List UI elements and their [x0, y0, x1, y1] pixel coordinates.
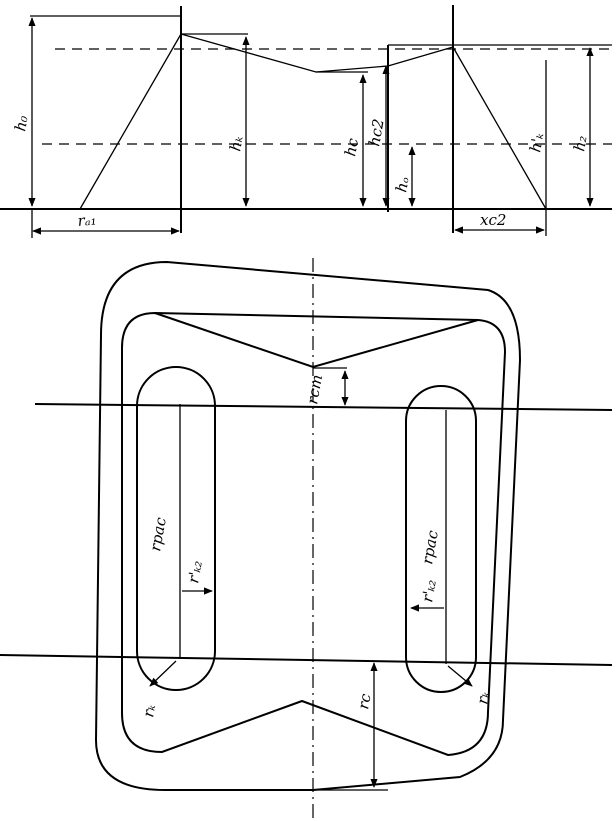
cut-line-lower [0, 654, 613, 666]
cut-line-upper [34, 403, 613, 411]
label-r-c: rc [354, 692, 375, 711]
label-x-c2: xc2 [480, 211, 506, 229]
label-r-cm: rcm [303, 373, 326, 405]
label-h-o: hₒ [392, 175, 412, 194]
label-r-k-left: rₖ [139, 703, 159, 719]
left-window [136, 366, 216, 691]
label-h-k: hₖ [226, 134, 246, 153]
middle-profile [180, 33, 454, 73]
left-block-slope [79, 33, 182, 210]
label-h-2: h₂ [570, 134, 590, 153]
label-r-k2-right: r'ₖ₂ [418, 578, 440, 604]
label-r-pac-right: rpac [418, 528, 442, 565]
label-h-c: hc [341, 136, 362, 158]
label-h-k-prime: h'ₖ [526, 131, 547, 154]
outer-contour [94, 260, 522, 791]
top-diagram: h₀ rₐ₁ hₖ hc hc2 hₒ h'ₖ h₂ xc2 [0, 5, 612, 238]
label-r-k-right: rₖ [473, 690, 493, 706]
bottom-diagram: rcm rpac rpac r'ₖ₂ r'ₖ₂ rₖ rₖ rc [0, 258, 613, 818]
right-window [405, 385, 477, 693]
label-h0-left: h₀ [11, 114, 31, 133]
right-block-slope [452, 46, 547, 210]
label-h-c2: hc2 [365, 117, 388, 147]
label-r-pac-left: rpac [146, 515, 170, 552]
inner-contour-top-v [154, 312, 479, 369]
dim-r-k-left [149, 660, 177, 687]
label-r-a1: rₐ₁ [77, 210, 97, 230]
label-r-k2-left: r'ₖ₂ [184, 559, 206, 585]
dim-r-k-right [447, 665, 473, 687]
